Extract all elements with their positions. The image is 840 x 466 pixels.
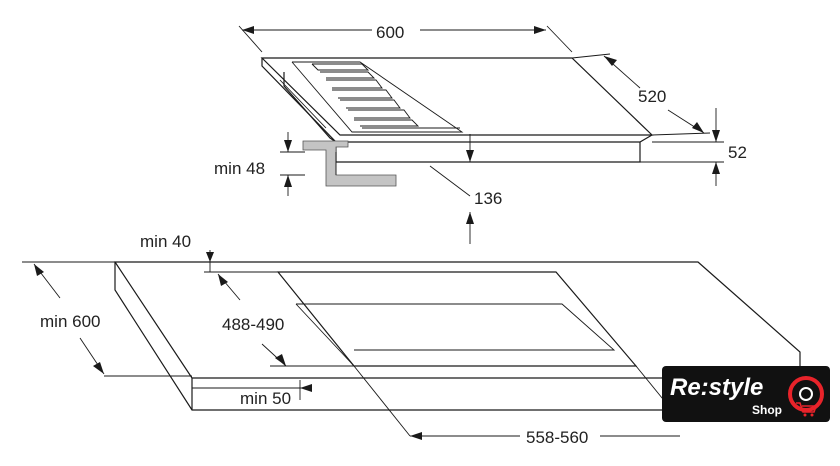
dim-worktop-depth: min 600 <box>22 261 192 377</box>
dim-hob-height: 52 <box>640 108 747 186</box>
label-min-48: min 48 <box>214 159 265 178</box>
label-136: 136 <box>474 189 502 208</box>
logo-at-icon <box>788 376 824 412</box>
label-488-490: 488-490 <box>222 315 284 334</box>
dim-min-clearance: min 48 <box>214 132 305 196</box>
label-min-600: min 600 <box>40 312 100 331</box>
mounting-bracket <box>302 140 397 187</box>
restyle-shop-logo: Re:style Shop <box>662 366 830 422</box>
dim-min-rear: min 50 <box>192 380 312 408</box>
logo-background <box>662 366 830 422</box>
dim-min-front: min 40 <box>140 232 278 273</box>
label-52: 52 <box>728 143 747 162</box>
logo-sub-text: Shop <box>752 403 782 417</box>
cart-icon <box>796 402 818 417</box>
hob-drawing <box>260 57 654 187</box>
dim-hob-depth: 520 <box>571 53 711 136</box>
pan-supports <box>311 63 460 129</box>
logo-brand-text: Re:style <box>670 374 763 401</box>
label-520: 520 <box>638 87 666 106</box>
hob-body <box>283 72 337 143</box>
label-min-40: min 40 <box>140 232 191 251</box>
dim-hob-width: 600 <box>238 23 573 53</box>
worktop-surface <box>113 261 801 379</box>
burner-panel <box>291 61 464 133</box>
dim-depth-136: 136 <box>429 134 502 244</box>
cutout-opening <box>276 271 638 367</box>
label-558-560: 558-560 <box>526 428 588 447</box>
dim-cutout-depth: 488-490 <box>217 273 354 367</box>
label-600: 600 <box>376 23 404 42</box>
label-min-50: min 50 <box>240 389 291 408</box>
